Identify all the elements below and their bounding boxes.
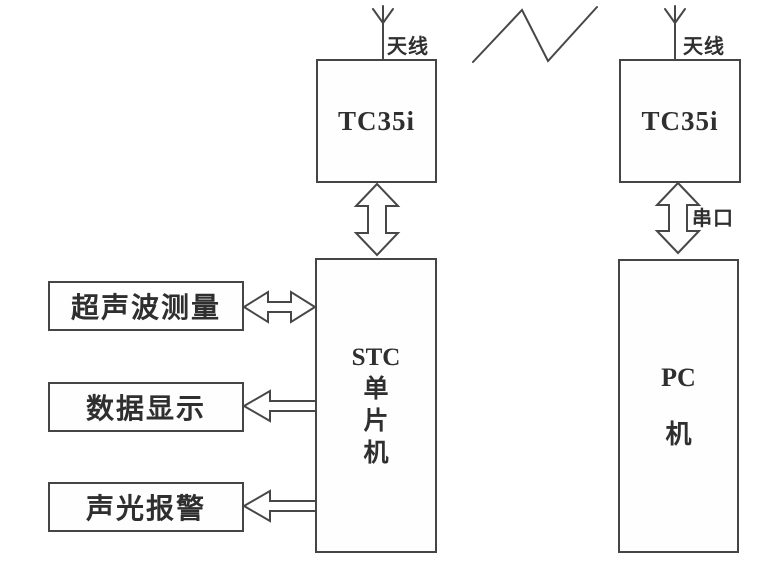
arrow-stc-ultrasonic (242, 290, 317, 324)
peripheral-display-box: 数据显示 (48, 382, 244, 432)
pc-label-line2: 机 (665, 419, 692, 449)
pc-label-line1: PC (661, 362, 696, 392)
peripheral-alarm-box: 声光报警 (48, 482, 244, 532)
peripheral-ultrasonic-box: 超声波测量 (48, 281, 244, 331)
serial-port-label: 串口 (692, 208, 734, 230)
tc35i-module-right-box: TC35i (619, 59, 741, 183)
stc-mcu-box: STC 单 片 机 (315, 258, 437, 553)
arrow-stc-display (241, 389, 317, 423)
peripheral-alarm-label: 声光报警 (85, 494, 206, 525)
antenna-label-left: 天线 (387, 36, 429, 58)
antenna-icon-right (664, 5, 686, 61)
stc-mcu-label-line4: 机 (363, 439, 389, 467)
arrow-tc35i-stc (353, 182, 401, 257)
stc-mcu-label-line1: STC (351, 343, 401, 371)
stc-mcu-label-line3: 片 (363, 407, 389, 435)
tc35i-module-left-box: TC35i (316, 59, 437, 183)
antenna-label-right: 天线 (683, 36, 725, 58)
stc-mcu-label-line2: 单 (363, 375, 389, 403)
pc-box: PC 机 (618, 259, 739, 553)
wireless-link-icon (472, 6, 598, 63)
tc35i-left-label: TC35i (337, 105, 415, 136)
tc35i-right-label: TC35i (641, 105, 719, 136)
peripheral-ultrasonic-label: 超声波测量 (70, 293, 221, 324)
peripheral-display-label: 数据显示 (85, 394, 206, 425)
arrow-stc-alarm (241, 489, 317, 523)
